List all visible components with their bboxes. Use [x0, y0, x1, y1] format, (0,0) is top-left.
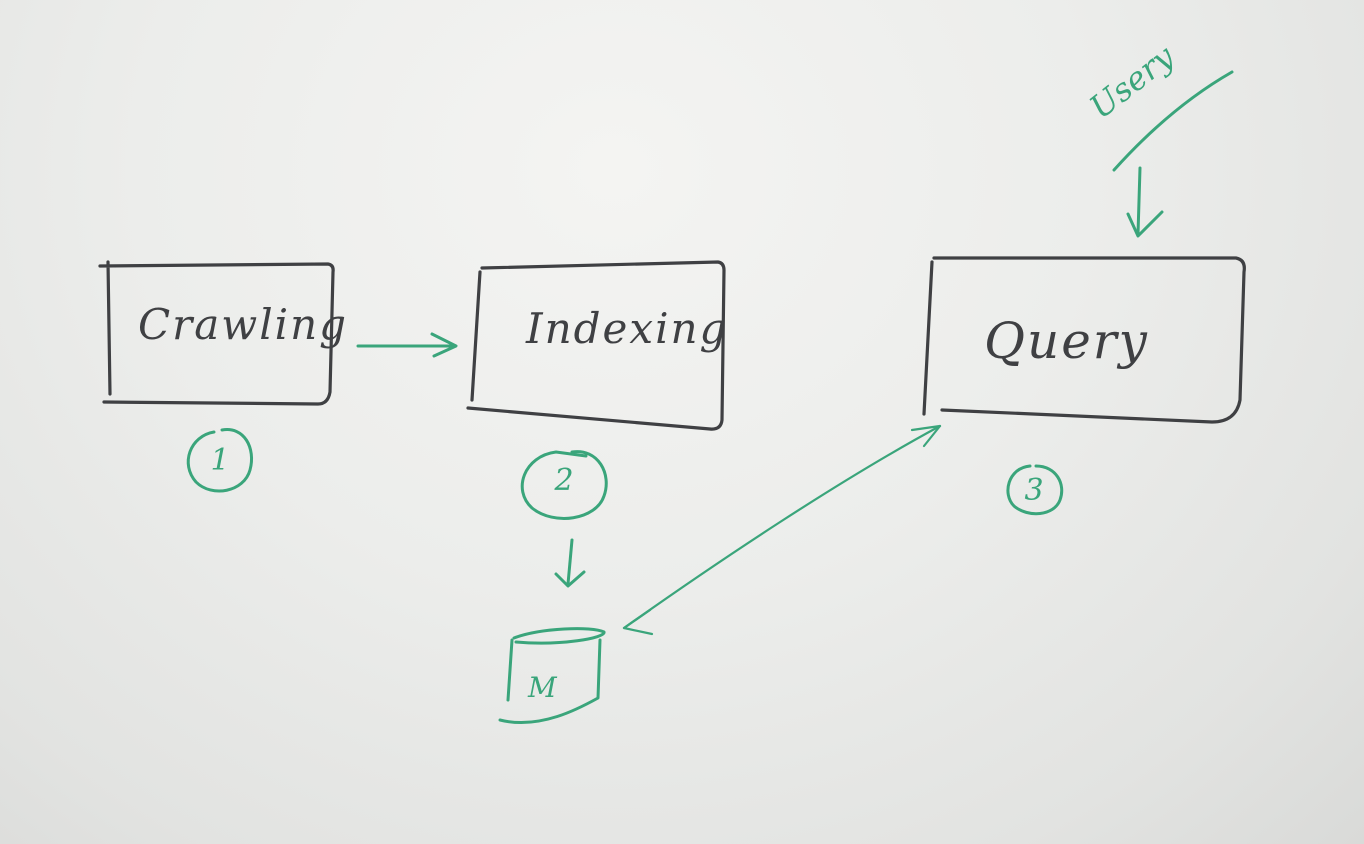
- arrow-storage-to-query: [622, 424, 942, 636]
- arrow-indexing-to-storage: [554, 538, 586, 588]
- step-2-number: 2: [554, 463, 574, 498]
- storage-icon: [498, 627, 606, 725]
- crawling-box: [98, 260, 335, 406]
- step-1-number: 1: [210, 443, 230, 478]
- step-3-circle: [1006, 464, 1064, 516]
- query-box: [922, 256, 1246, 424]
- indexing-box: [466, 260, 726, 431]
- arrow-crawling-to-indexing: [356, 332, 458, 358]
- step-3-number: 3: [1024, 473, 1044, 508]
- crawling-label: Crawling: [138, 300, 349, 349]
- step-2-circle: [520, 450, 608, 520]
- storage-label: M: [528, 671, 557, 704]
- indexing-label: Indexing: [526, 304, 729, 353]
- query-label: Query: [984, 312, 1149, 370]
- user-input-marker: [1112, 70, 1234, 238]
- step-1-circle: [186, 428, 253, 493]
